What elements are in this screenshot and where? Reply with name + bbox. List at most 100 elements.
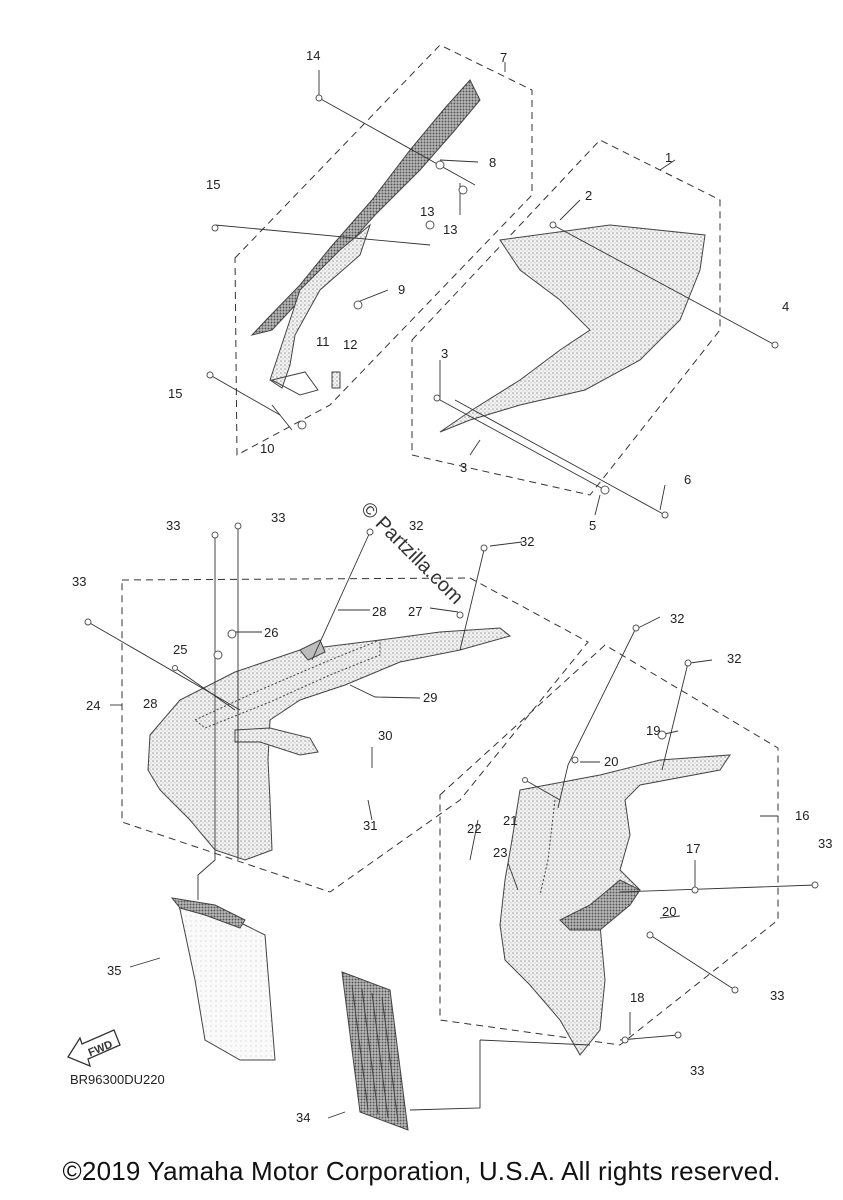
nut-part-13-b <box>458 185 468 195</box>
callout-33-f: 33 <box>690 1063 704 1078</box>
bolt-part-15-lower <box>206 371 214 379</box>
callout-10: 10 <box>260 441 274 456</box>
upper-panel-bracket-part-7 <box>269 223 372 389</box>
callout-labels: 1 2 3 3 4 5 6 7 8 9 10 11 12 13 13 14 15… <box>72 48 832 1125</box>
nut-part-5 <box>600 485 610 495</box>
callout-32-d: 32 <box>727 651 741 666</box>
upper-panel-part-7 <box>250 79 481 336</box>
callout-32-b: 32 <box>409 518 423 533</box>
callout-33-a: 33 <box>72 574 86 589</box>
bolt-part-2 <box>549 221 557 229</box>
grommet-part-25 <box>213 650 223 660</box>
grille-part-34 <box>341 971 409 1131</box>
bolt-part-32-d <box>366 528 374 536</box>
callout-22: 22 <box>467 821 481 836</box>
callout-1: 1 <box>665 150 672 165</box>
bolt-part-32-b <box>632 624 640 632</box>
bolt-part-4 <box>771 341 779 349</box>
callout-33-e: 33 <box>770 988 784 1003</box>
callout-27: 27 <box>408 604 422 619</box>
callout-30: 30 <box>378 728 392 743</box>
callout-9: 9 <box>398 282 405 297</box>
assembly-box-24 <box>121 577 589 893</box>
collar-part-20-b <box>646 931 654 939</box>
callout-33-d: 33 <box>818 836 832 851</box>
callout-3-upper: 3 <box>441 346 448 361</box>
callout-2: 2 <box>585 188 592 203</box>
copyright-notice: ©2019 Yamaha Motor Corporation, U.S.A. A… <box>62 1156 781 1186</box>
bolt-part-33-a <box>84 618 92 626</box>
callout-14: 14 <box>306 48 320 63</box>
trim-part-21 <box>539 799 556 896</box>
callout-33-b: 33 <box>166 518 180 533</box>
leader-lines <box>87 62 816 1119</box>
callout-15-lower: 15 <box>168 386 182 401</box>
callout-16: 16 <box>795 808 809 823</box>
rivet-part-21 <box>522 777 528 783</box>
bolt-part-33-c <box>234 522 242 530</box>
duct-part-30 <box>234 727 319 756</box>
rivet-part-28 <box>172 665 178 671</box>
lower-panel-edge-part-35 <box>170 897 246 929</box>
bolt-part-15-upper <box>211 224 219 232</box>
callout-24: 24 <box>86 698 100 713</box>
diagram-code: BR96300DU220 <box>70 1072 165 1087</box>
callout-13-upper: 13 <box>420 204 434 219</box>
assembly-box-16 <box>439 644 779 1046</box>
callout-13-lower: 13 <box>443 222 457 237</box>
callout-35: 35 <box>107 963 121 978</box>
side-cowling-inner-part-23 <box>559 879 641 931</box>
callout-4: 4 <box>782 299 789 314</box>
callout-33-c: 33 <box>271 510 285 525</box>
bolt-part-32-a <box>480 544 488 552</box>
callout-19: 19 <box>646 723 660 738</box>
stay-part-11 <box>270 371 319 396</box>
callout-5: 5 <box>589 518 596 533</box>
callout-21: 21 <box>503 813 517 828</box>
front-cowling-part-24 <box>147 627 512 861</box>
cowling-strip-part-29 <box>194 639 381 729</box>
grommet-part-9 <box>353 300 363 310</box>
grille-bars-part-34 <box>351 984 399 1123</box>
bolt-part-33-d <box>811 881 819 889</box>
rivet-part-27 <box>456 611 464 619</box>
side-panel-part-1 <box>439 224 706 433</box>
callout-23: 23 <box>493 845 507 860</box>
bolt-part-3 <box>433 394 441 402</box>
callout-6: 6 <box>684 472 691 487</box>
bolt-part-32-c <box>684 659 692 667</box>
collar-part-8 <box>435 160 445 170</box>
callout-28-left: 28 <box>143 696 157 711</box>
callout-18: 18 <box>630 990 644 1005</box>
grommet-part-19 <box>657 730 667 740</box>
callout-20-upper: 20 <box>604 754 618 769</box>
collar-part-10 <box>297 420 307 430</box>
collar-part-20-a <box>571 756 579 764</box>
callout-32-c: 32 <box>670 611 684 626</box>
collar-part-18 <box>621 1036 629 1044</box>
callout-17: 17 <box>686 841 700 856</box>
callout-29: 29 <box>423 690 437 705</box>
callout-32-a: 32 <box>520 534 534 549</box>
fwd-arrow-icon: FWD <box>67 1029 121 1068</box>
clip-part-12 <box>331 371 341 389</box>
bolt-part-14 <box>315 94 323 102</box>
bolt-part-6 <box>661 511 669 519</box>
callout-26: 26 <box>264 625 278 640</box>
callout-20-lower: 20 <box>662 904 676 919</box>
bolt-part-33-f <box>674 1031 682 1039</box>
callout-28-right: 28 <box>372 604 386 619</box>
collar-part-26 <box>227 629 237 639</box>
nut-part-13 <box>425 220 435 230</box>
callout-7: 7 <box>500 50 507 65</box>
callout-34: 34 <box>296 1110 310 1125</box>
callout-12: 12 <box>343 337 357 352</box>
lower-panel-part-35 <box>177 899 276 1061</box>
callout-15-upper: 15 <box>206 177 220 192</box>
callout-31: 31 <box>363 818 377 833</box>
callout-8: 8 <box>489 155 496 170</box>
bolt-part-33-e <box>731 986 739 994</box>
assembly-box-7 <box>234 44 533 456</box>
bolt-part-33-b <box>211 531 219 539</box>
